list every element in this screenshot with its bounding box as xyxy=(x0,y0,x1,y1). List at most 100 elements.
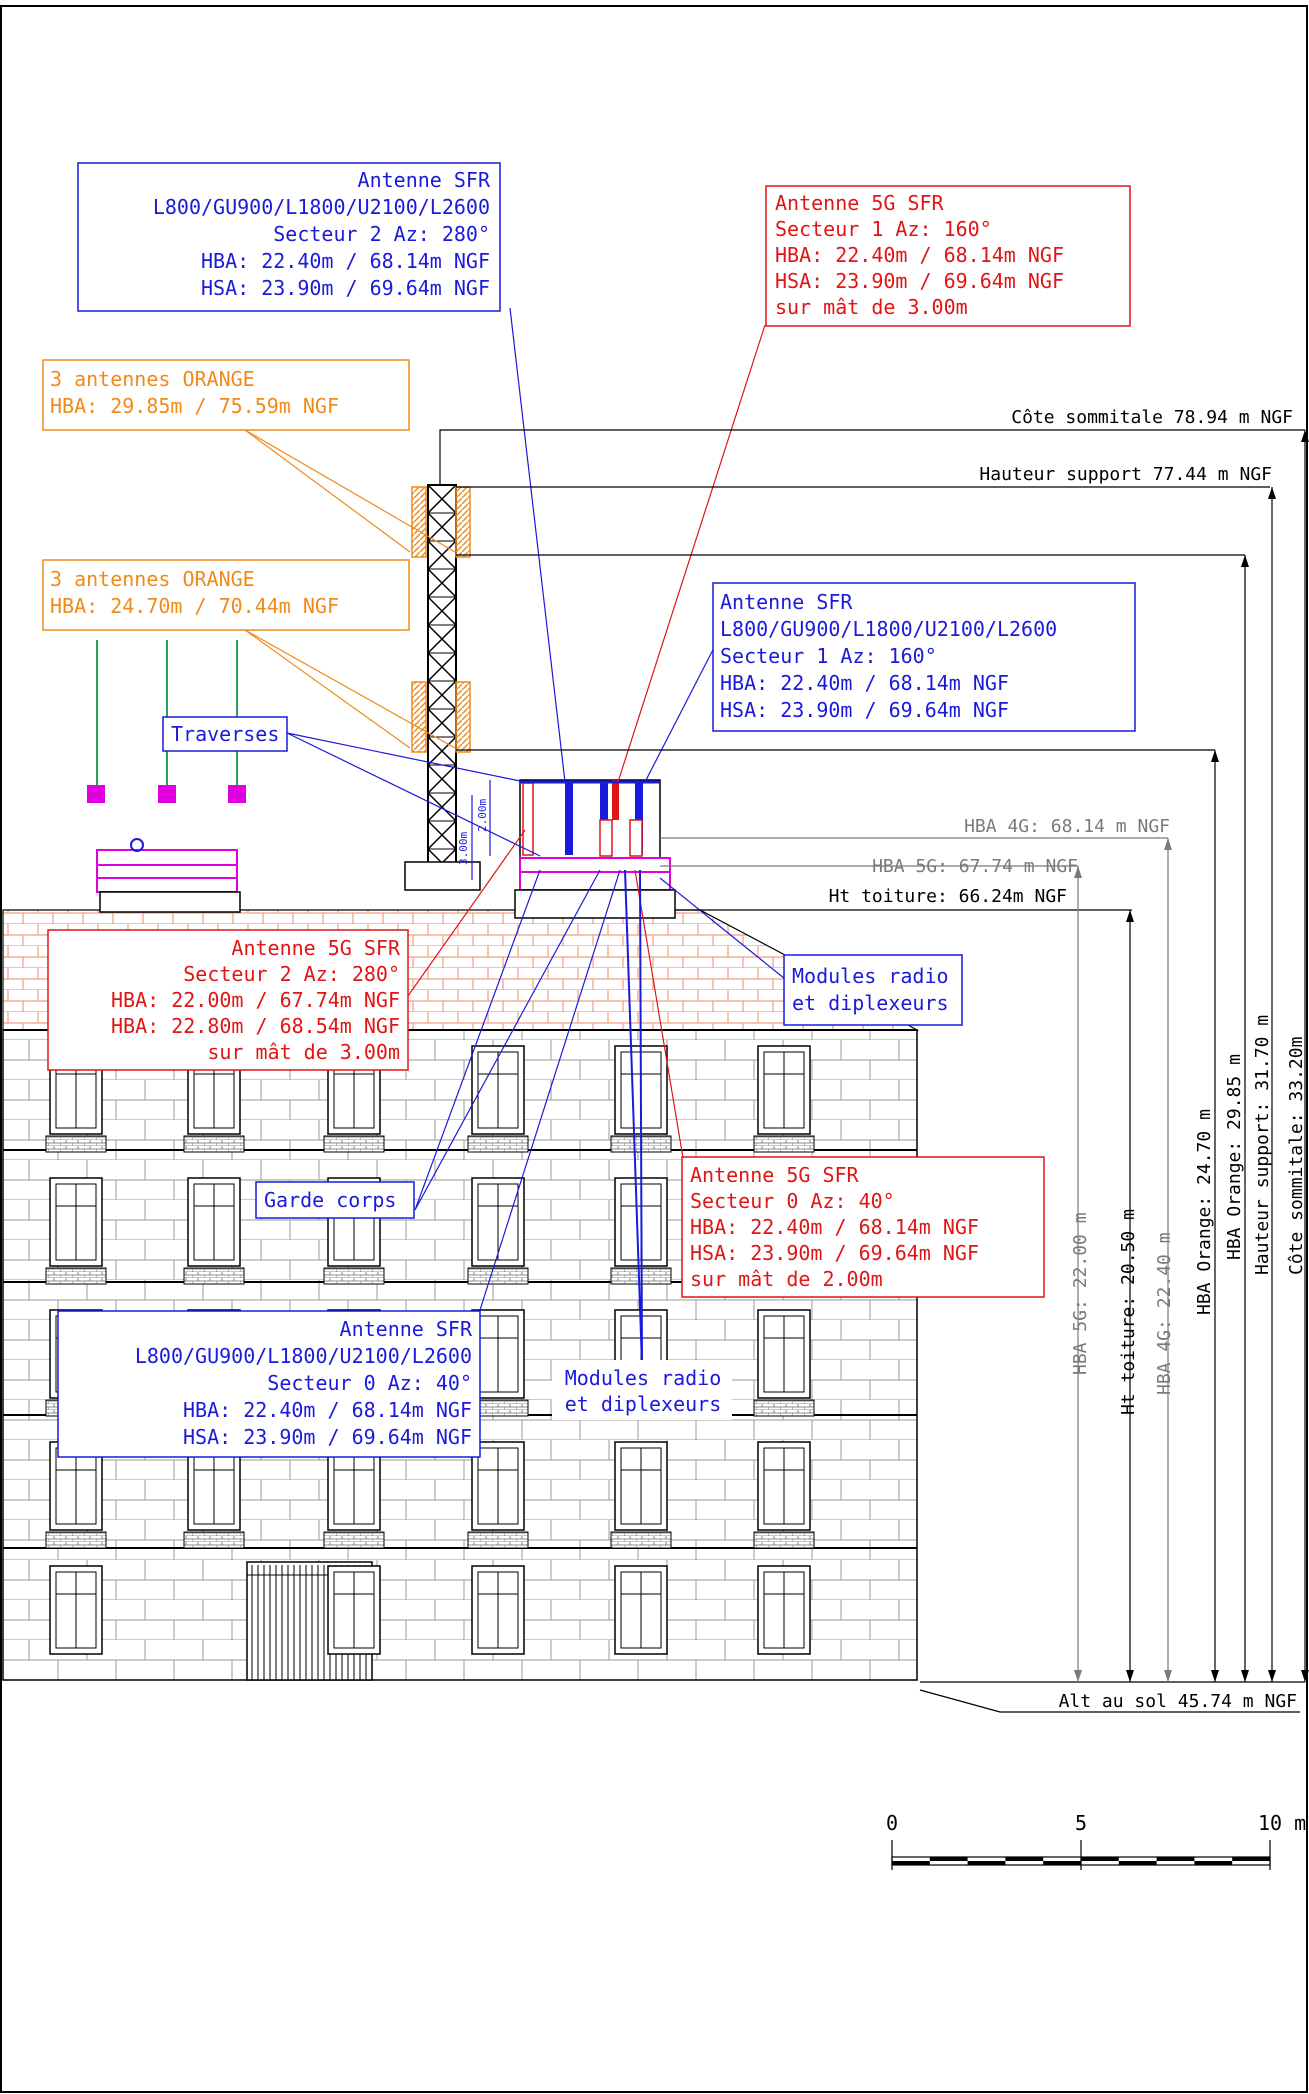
callout-box xyxy=(712,582,1136,732)
scale-segment xyxy=(892,1861,930,1865)
sfr-antenna xyxy=(565,783,573,855)
window-sill xyxy=(183,1135,245,1153)
callout-line: et diplexeurs xyxy=(565,1392,722,1416)
leader-5g-s2 xyxy=(407,829,526,997)
leader-sfr-s2 xyxy=(509,307,566,783)
lattice-tower: 3.00m xyxy=(404,484,481,891)
leader-sfr-s1 xyxy=(644,639,719,783)
callout-line: HSA: 23.90m / 69.64m NGF xyxy=(183,1425,472,1449)
dimension-arrow-bottom xyxy=(1074,1670,1082,1682)
callout-modules-center: Modules radio et diplexeurs xyxy=(552,1360,732,1420)
callout-box xyxy=(765,185,1131,327)
leader-lines xyxy=(244,307,791,1366)
callout-5g-s1: Antenne 5G SFR Secteur 1 Az: 160° HBA: 2… xyxy=(765,185,1131,327)
brace xyxy=(427,792,457,822)
callout-box xyxy=(57,1310,481,1458)
level-hba5g-label: HBA 5G: 67.74 m NGF xyxy=(872,856,1078,877)
dimension-arrow-top xyxy=(1074,866,1082,878)
scale-segment xyxy=(1005,1857,1044,1861)
level-summit-line xyxy=(439,429,1305,485)
callout-line: Antenne 5G SFR xyxy=(775,191,945,215)
callout-line: HBA: 22.40m / 68.14m NGF xyxy=(201,249,490,273)
callout-box xyxy=(77,162,501,312)
callout-line: HBA: 24.70m / 70.44m NGF xyxy=(50,594,339,618)
callout-line: L800/GU900/L1800/U2100/L2600 xyxy=(153,195,490,219)
callout-line: sur mât de 2.00m xyxy=(690,1267,883,1291)
window-sill xyxy=(753,1135,815,1153)
scale-label-10: 10 m xyxy=(1258,1811,1306,1835)
level-ground-line xyxy=(919,1681,1305,1713)
dimension-arrow-top xyxy=(1268,487,1276,499)
leader-orange-top xyxy=(244,429,456,553)
mast-2m-label: 2.00m xyxy=(476,799,489,832)
callout-modules-right: Modules radio et diplexeurs xyxy=(783,954,963,1026)
callout-line: Modules radio xyxy=(792,964,949,988)
callout-box xyxy=(255,1181,415,1219)
scale-bar: 0 5 10 m xyxy=(886,1811,1306,1870)
scale-segment xyxy=(1156,1857,1195,1861)
leader-garde-corps xyxy=(414,869,601,1211)
window-sill xyxy=(467,1531,529,1549)
brace xyxy=(427,596,457,626)
leader-modules-right xyxy=(659,877,791,984)
callout-line: HSA: 23.90m / 69.64m NGF xyxy=(720,698,1009,722)
callout-line: Secteur 2 Az: 280° xyxy=(273,222,490,246)
dimension-labels: HBA 5G: 22.00 m Ht toiture: 20.50 m HBA … xyxy=(1070,1015,1307,1415)
leader-modules-center xyxy=(624,869,643,1366)
5g-antenna xyxy=(612,780,619,820)
dimension-arrow-bottom xyxy=(1164,1670,1172,1682)
scale-segment xyxy=(1118,1861,1157,1865)
level-labels: Côte sommitale 78.94 m NGF Hauteur suppo… xyxy=(829,407,1297,1712)
brace xyxy=(427,708,457,738)
left-railing xyxy=(96,849,238,893)
brace xyxy=(427,736,457,766)
brace xyxy=(427,680,457,710)
callout-line: Secteur 1 Az: 160° xyxy=(720,644,937,668)
callout-garde-corps: Garde corps xyxy=(255,1181,415,1219)
callout-line: Secteur 0 Az: 40° xyxy=(690,1189,895,1213)
callout-line: HBA: 22.80m / 68.54m NGF xyxy=(111,1014,400,1038)
orange-antenna-low-left xyxy=(411,681,427,753)
brace xyxy=(427,540,457,570)
scale-segment xyxy=(929,1857,968,1861)
callout-5g-s2: Antenne 5G SFR Secteur 2 Az: 280° HBA: 2… xyxy=(47,929,409,1071)
callout-label: Traverses xyxy=(171,722,279,746)
level-roof-label: Ht toiture: 66.24m NGF xyxy=(829,886,1067,907)
window-sill xyxy=(753,1399,815,1417)
dimension-arrow-top xyxy=(1126,910,1134,922)
sfr-base xyxy=(514,889,676,919)
callout-line: HSA: 23.90m / 69.64m NGF xyxy=(775,269,1064,293)
dimension-arrow-bottom xyxy=(1268,1670,1276,1682)
window-sill xyxy=(467,1135,529,1153)
window-sill xyxy=(45,1531,107,1549)
callout-line: HBA: 29.85m / 75.59m NGF xyxy=(50,394,339,418)
window-sill xyxy=(183,1531,245,1549)
brace xyxy=(427,568,457,598)
left-mast-bracket xyxy=(87,785,105,803)
dimension-arrow-top xyxy=(1211,750,1219,762)
callout-line: Antenne SFR xyxy=(340,1317,473,1341)
window-sill xyxy=(753,1531,815,1549)
callout-box xyxy=(47,929,409,1071)
callout-line: HBA: 22.40m / 68.14m NGF xyxy=(720,671,1009,695)
window-sill xyxy=(467,1267,529,1285)
brace xyxy=(427,764,457,794)
callout-line: Antenne 5G SFR xyxy=(231,936,401,960)
orange-antenna-top-right xyxy=(455,486,471,558)
left-mast-bracket xyxy=(228,785,246,803)
callout-box xyxy=(42,559,410,631)
dimension-arrow-top xyxy=(1301,430,1309,442)
callout-line: Antenne 5G SFR xyxy=(690,1163,860,1187)
scale-segment xyxy=(1194,1861,1233,1865)
callout-line: 3 antennes ORANGE xyxy=(50,567,255,591)
sfr-antenna-frame: 2.00m xyxy=(476,779,676,919)
callout-line: sur mât de 3.00m xyxy=(207,1040,400,1064)
scale-segments xyxy=(892,1857,1270,1865)
leader-traverses xyxy=(286,732,541,857)
sfr-antenna xyxy=(600,783,608,855)
dimension-arrow-bottom xyxy=(1241,1670,1249,1682)
sfr-antenna xyxy=(635,783,643,855)
callout-line: HBA: 22.40m / 68.14m NGF xyxy=(183,1398,472,1422)
callout-orange-top: 3 antennes ORANGE HBA: 29.85m / 75.59m N… xyxy=(42,359,410,431)
